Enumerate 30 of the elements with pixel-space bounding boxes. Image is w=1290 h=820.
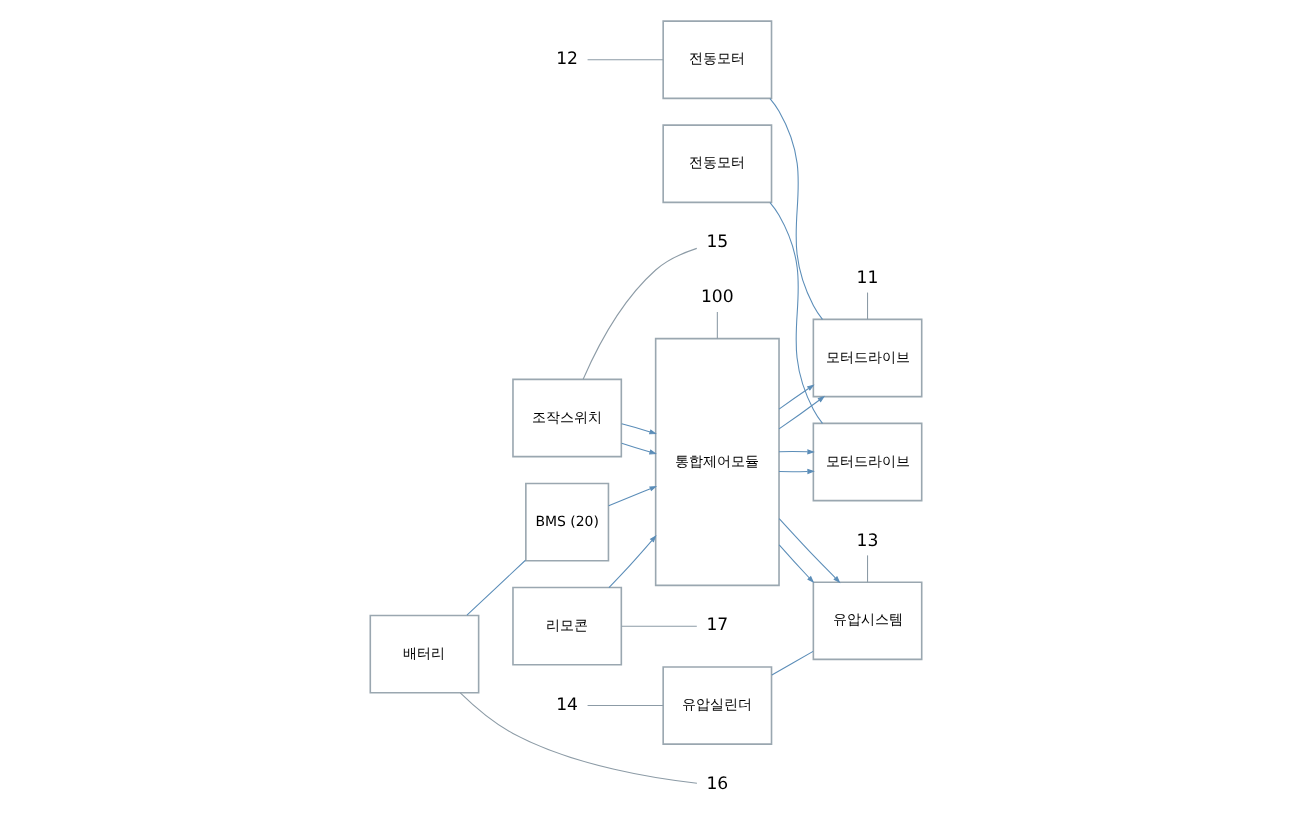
connector bbox=[581, 247, 697, 380]
connector bbox=[586, 59, 663, 61]
arrow bbox=[777, 518, 840, 584]
connector bbox=[586, 705, 663, 707]
node-text: 17 bbox=[705, 616, 728, 637]
arrow bbox=[777, 449, 814, 455]
node-text: 100 bbox=[699, 287, 733, 308]
connector bbox=[770, 650, 813, 676]
arrow bbox=[777, 544, 814, 584]
arrow bbox=[607, 486, 657, 507]
node-text: 14 bbox=[555, 695, 578, 716]
connector bbox=[768, 98, 822, 320]
arrow bbox=[777, 468, 814, 475]
node-text: 12 bbox=[555, 49, 578, 70]
arrow bbox=[777, 395, 825, 430]
connector bbox=[866, 292, 868, 320]
arrow bbox=[607, 535, 656, 589]
node-text: 15 bbox=[705, 233, 728, 254]
arrow bbox=[777, 384, 814, 410]
arrow bbox=[620, 423, 656, 435]
node-text: 13 bbox=[855, 531, 878, 552]
connector bbox=[768, 202, 822, 424]
connector bbox=[866, 554, 868, 583]
connector bbox=[458, 692, 697, 784]
connector bbox=[465, 559, 525, 616]
node-text: 16 bbox=[705, 775, 728, 796]
connector bbox=[620, 625, 697, 627]
node-text: 11 bbox=[855, 268, 878, 289]
connector bbox=[715, 311, 717, 340]
arrow bbox=[620, 442, 656, 455]
